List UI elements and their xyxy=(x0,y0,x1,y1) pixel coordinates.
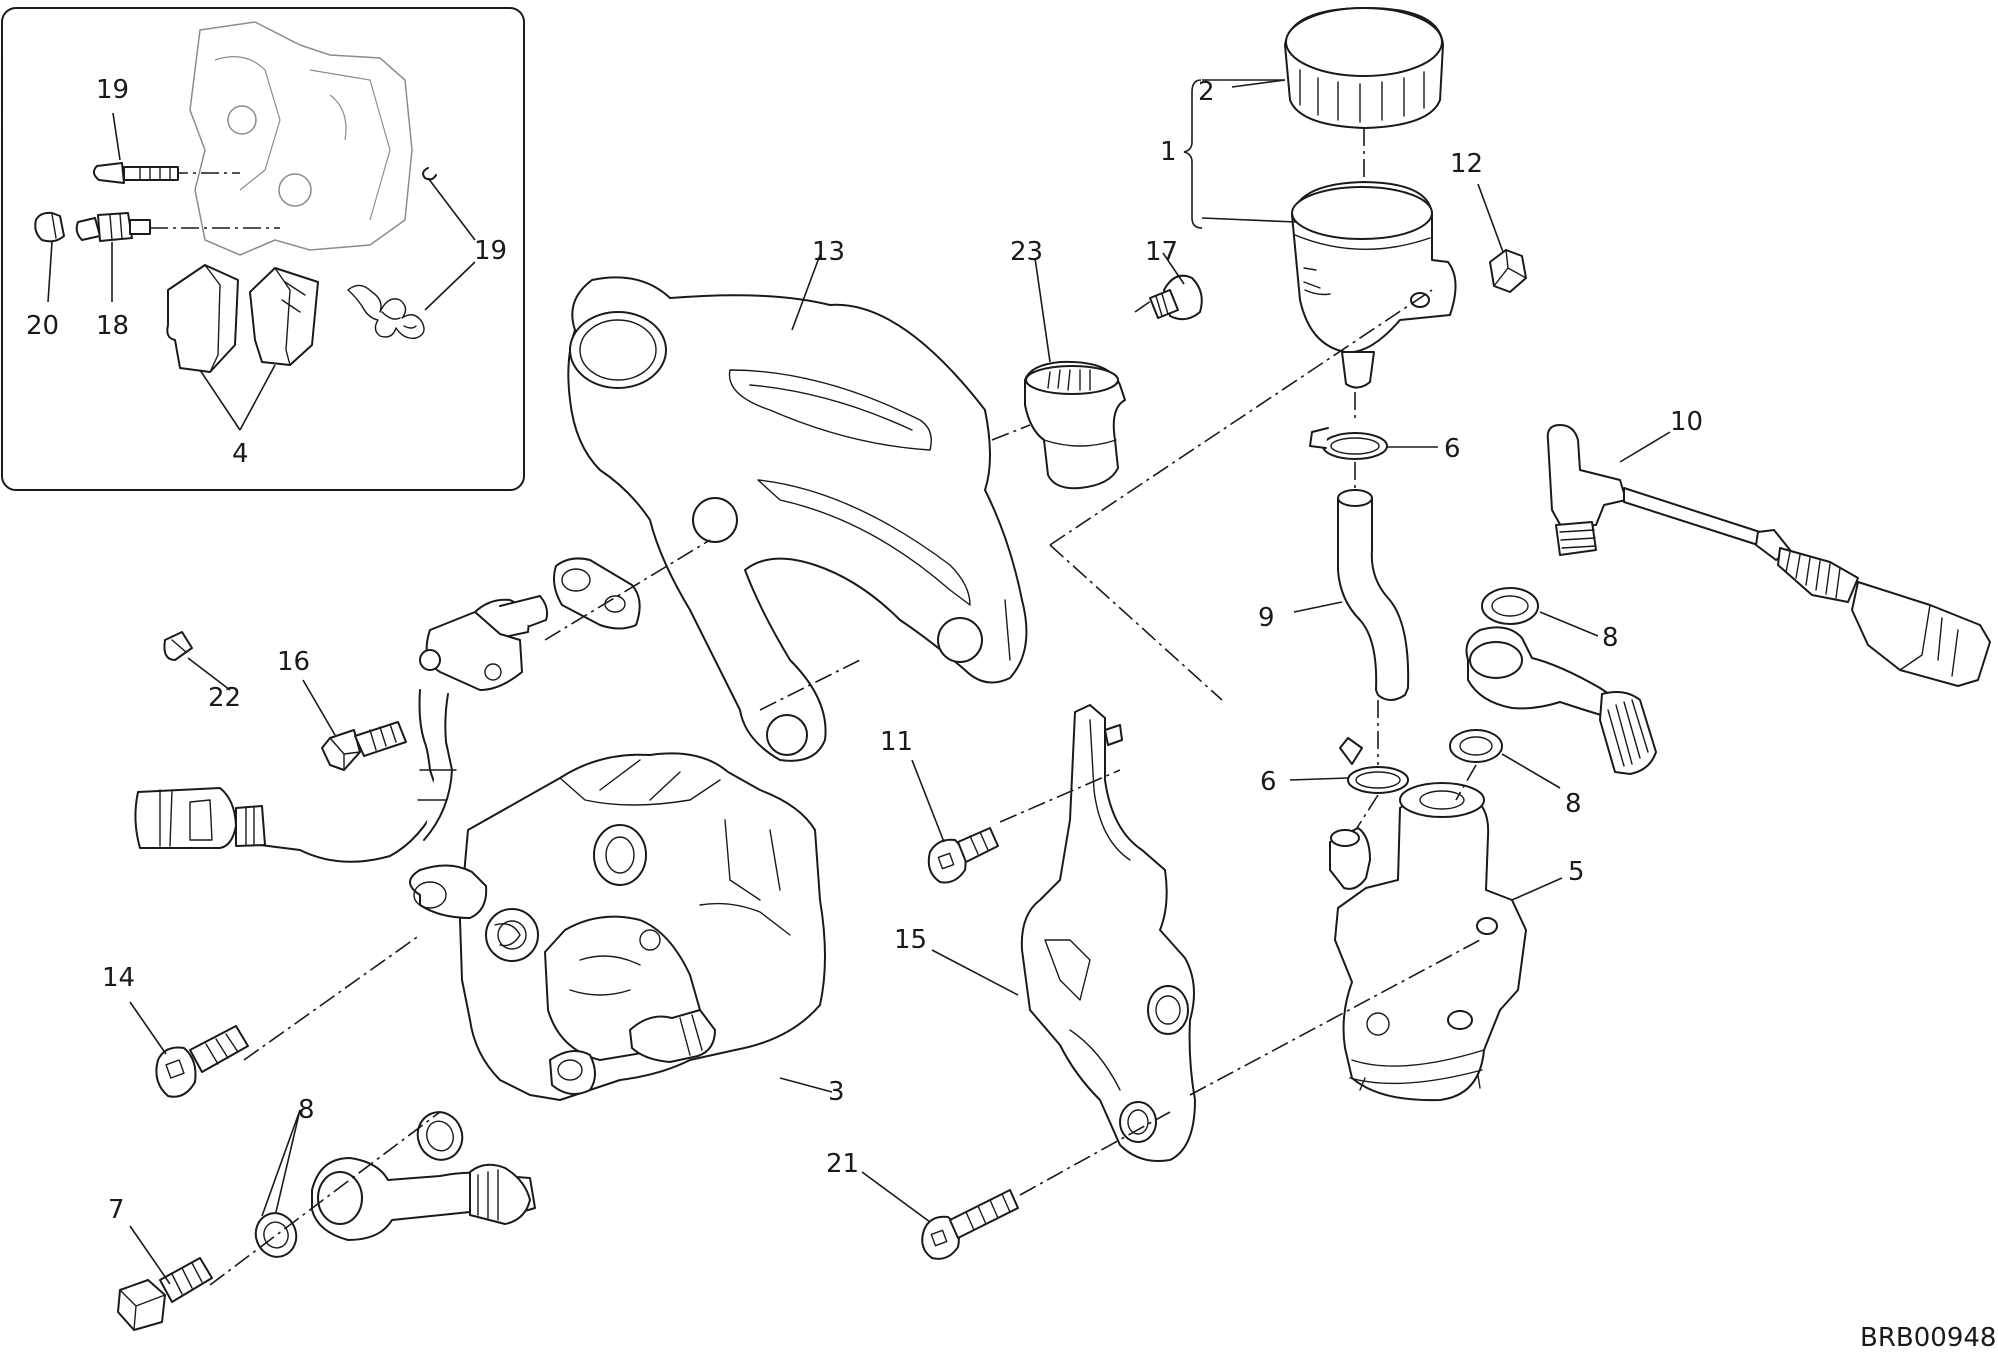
callout-6-bottom: 6 xyxy=(1260,767,1277,797)
callout-18: 18 xyxy=(96,311,129,341)
washer-8-left-upper xyxy=(416,1111,464,1161)
inset-spring-19 xyxy=(347,284,425,339)
bracket-15 xyxy=(1020,704,1196,1162)
callout-1: 1 xyxy=(1160,137,1177,167)
inset-cap-20 xyxy=(34,211,65,243)
callout-12: 12 xyxy=(1450,149,1483,179)
callout-19-pin: 19 xyxy=(96,75,129,105)
caliper-3 xyxy=(409,752,826,1101)
banjo-fitting-left xyxy=(311,1157,536,1241)
sleeve-23 xyxy=(1024,360,1126,490)
callout-5: 5 xyxy=(1568,857,1585,887)
inset-clip-19 xyxy=(422,167,437,181)
banjo-fitting-right xyxy=(1465,626,1657,775)
screw-21 xyxy=(921,1189,1019,1260)
callout-20: 20 xyxy=(26,311,59,341)
screw-11 xyxy=(927,827,999,884)
callout-19-clip: 19 xyxy=(474,236,507,266)
hose-9 xyxy=(1337,489,1410,701)
callout-13: 13 xyxy=(812,237,845,267)
sensor-10 xyxy=(1546,424,1991,687)
callout-15: 15 xyxy=(894,925,927,955)
callout-3: 3 xyxy=(828,1077,845,1107)
callout-6-top: 6 xyxy=(1444,434,1461,464)
callout-9: 9 xyxy=(1258,603,1275,633)
bolt-14 xyxy=(155,1025,249,1098)
bolt-16 xyxy=(321,721,407,771)
inset-brake-pads-4 xyxy=(166,264,319,373)
inset-caliper-ghost xyxy=(189,21,413,256)
clamp-6-top xyxy=(1309,427,1388,460)
screw-17 xyxy=(1149,274,1203,321)
callout-8-left: 8 xyxy=(298,1095,315,1125)
callout-23: 23 xyxy=(1010,237,1043,267)
callout-11: 11 xyxy=(880,727,913,757)
clamp-6-bottom xyxy=(1339,737,1409,794)
drawing-code: BRB00948 xyxy=(1860,1323,1996,1353)
callout-8-lower-right: 8 xyxy=(1565,789,1582,819)
inset-pin-19 xyxy=(93,162,179,184)
master-cylinder-5 xyxy=(1329,782,1527,1102)
callout-10: 10 xyxy=(1670,407,1703,437)
callout-4: 4 xyxy=(232,439,249,469)
clip-22 xyxy=(163,631,193,661)
bolt-7 xyxy=(117,1257,213,1331)
washer-8-left-lower xyxy=(254,1212,298,1258)
washer-8-upper-right xyxy=(1481,587,1539,625)
callout-17: 17 xyxy=(1145,237,1178,267)
spacer-plate xyxy=(553,557,641,630)
inset-bleeder-18 xyxy=(75,212,151,242)
bracket-13 xyxy=(567,276,1028,762)
callout-22: 22 xyxy=(208,683,241,713)
reservoir-body-1 xyxy=(1291,181,1457,389)
callout-2: 2 xyxy=(1198,77,1215,107)
callout-14: 14 xyxy=(102,963,135,993)
nut-12 xyxy=(1489,249,1527,293)
callout-16: 16 xyxy=(277,647,310,677)
inset-detail-panel: 19 19 20 18 4 xyxy=(1,7,525,491)
callout-8-upper-right: 8 xyxy=(1602,623,1619,653)
callout-21: 21 xyxy=(826,1149,859,1179)
washer-8-lower-right xyxy=(1449,729,1503,763)
reservoir-cap-2 xyxy=(1284,7,1444,129)
callout-7: 7 xyxy=(108,1195,125,1225)
